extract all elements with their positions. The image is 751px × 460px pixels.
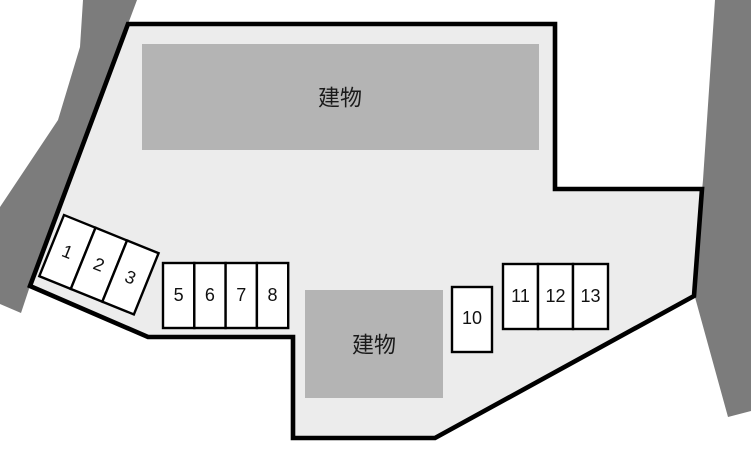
parking-space-6 bbox=[193, 261, 227, 330]
parking-space-13 bbox=[571, 262, 610, 331]
parking-space-8 bbox=[255, 261, 290, 330]
parking-space-7 bbox=[224, 261, 259, 330]
parking-space-10 bbox=[450, 285, 494, 354]
parking-group-1-3: 1 2 3 bbox=[37, 213, 161, 316]
parking-space-12-label: 12 bbox=[545, 286, 565, 306]
building-1: 建物 bbox=[142, 44, 539, 150]
parking-space-11-label: 11 bbox=[511, 286, 530, 306]
parking-space-5 bbox=[161, 261, 196, 330]
parking-space-11 bbox=[501, 262, 540, 331]
parking-space-10-label: 10 bbox=[462, 308, 482, 328]
parking-space-6-label: 6 bbox=[205, 285, 215, 305]
parking-space-5-label: 5 bbox=[174, 285, 184, 305]
parking-space-8-label: 8 bbox=[267, 285, 277, 305]
parking-space-3 bbox=[100, 238, 161, 316]
building-2-footprint bbox=[305, 290, 443, 398]
building-1-label: 建物 bbox=[318, 86, 362, 111]
road-right bbox=[693, 0, 751, 417]
parking-space-13-label: 13 bbox=[580, 286, 600, 306]
parking-group-5-8: 5 6 7 8 bbox=[161, 261, 290, 330]
building-1-footprint bbox=[142, 44, 539, 150]
building-2-label: 建物 bbox=[352, 333, 396, 358]
parking-group-11-13: 11 12 13 bbox=[501, 262, 610, 331]
parking-group-10: 10 bbox=[450, 285, 494, 354]
parking-space-12 bbox=[536, 262, 575, 331]
building-2: 建物 bbox=[305, 290, 443, 398]
road-left bbox=[0, 0, 137, 313]
parking-space-7-label: 7 bbox=[236, 285, 246, 305]
